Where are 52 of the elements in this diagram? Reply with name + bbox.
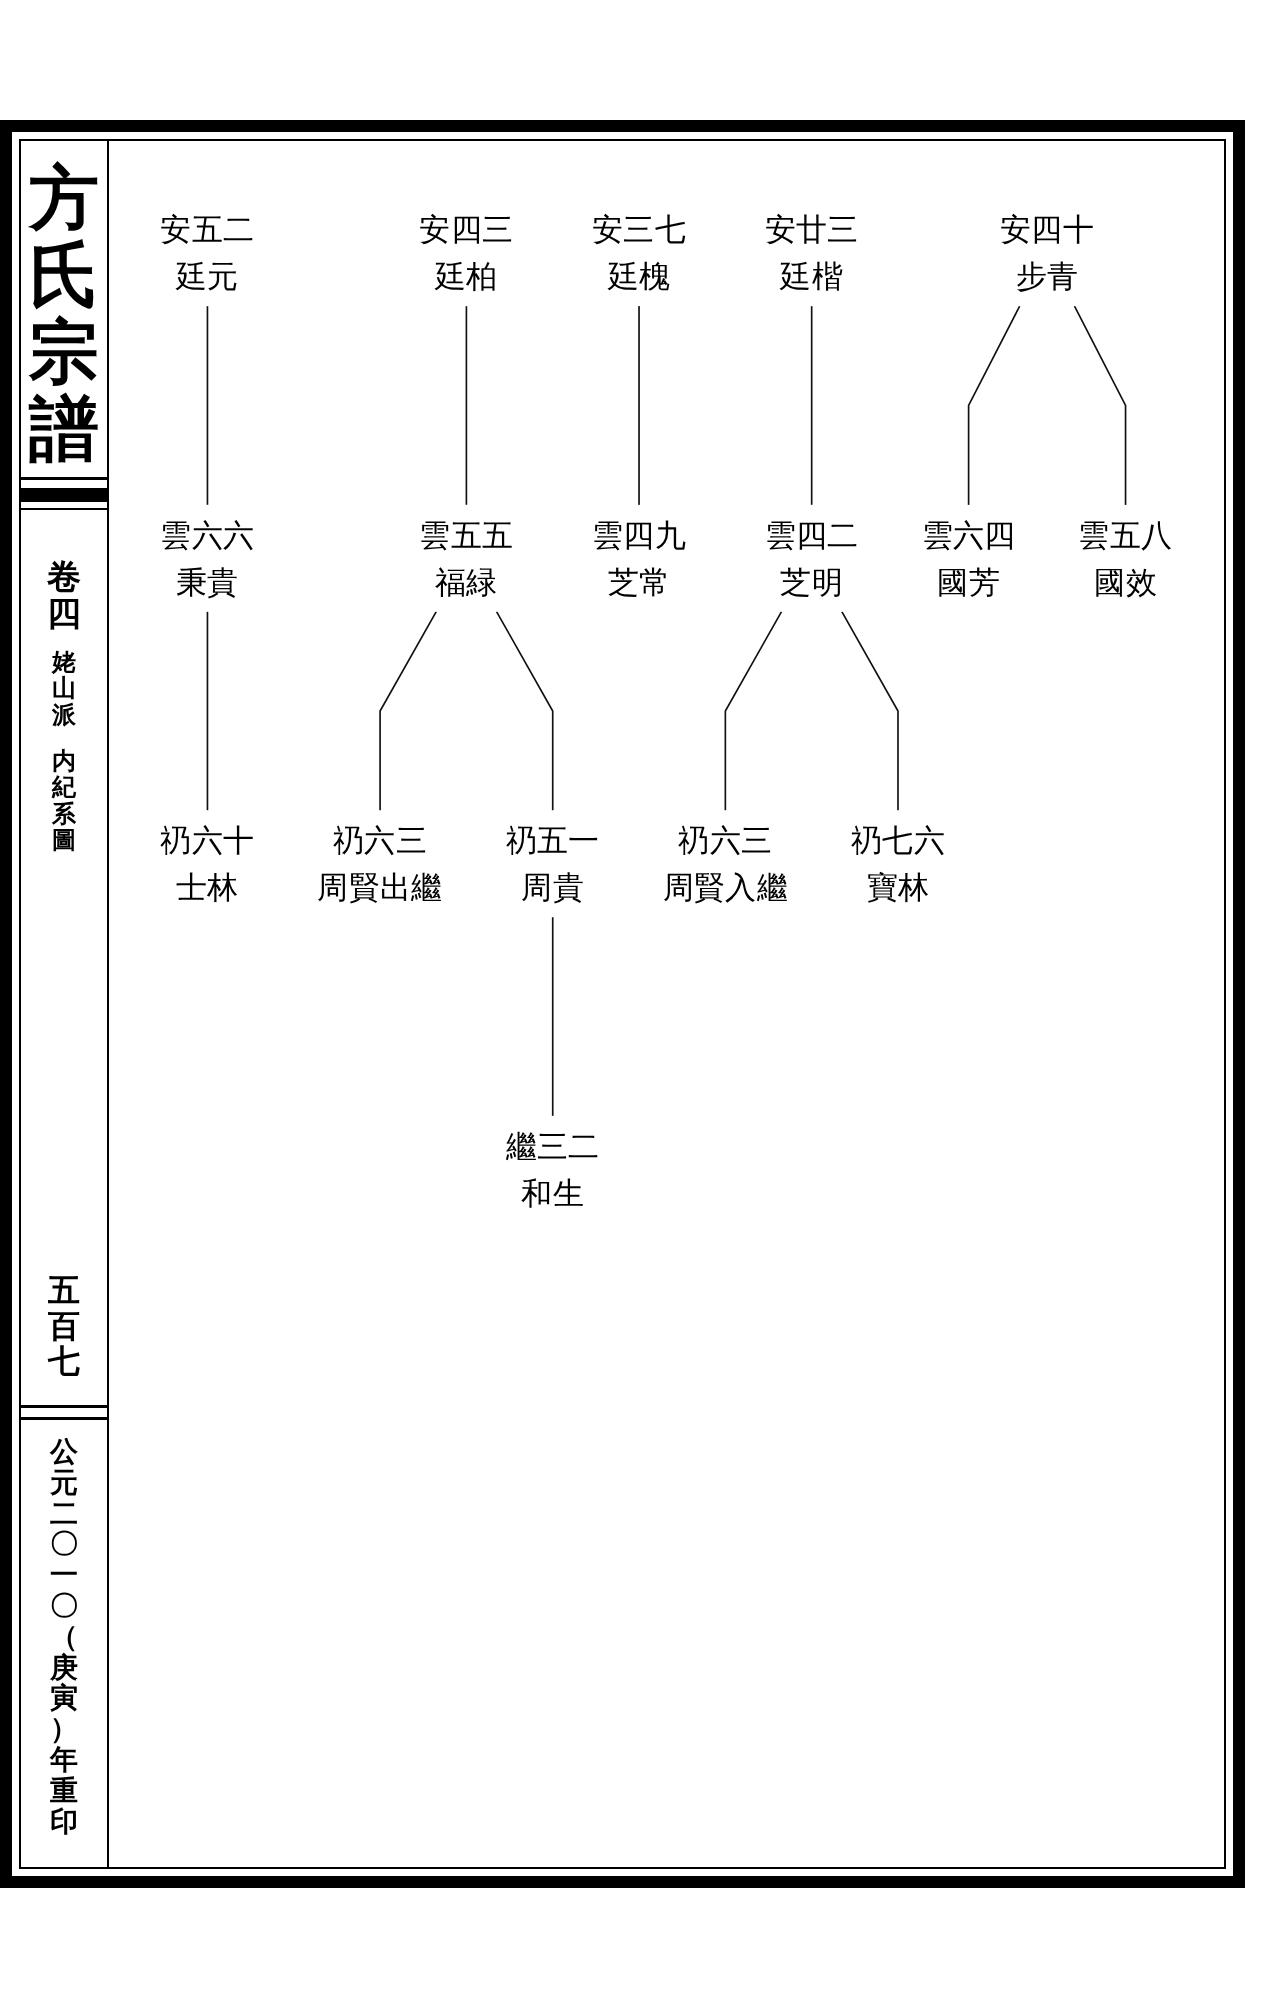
node-label: 芝常 xyxy=(607,563,671,601)
node-label: 繼三二 xyxy=(505,1127,600,1165)
lineage-line xyxy=(638,305,640,506)
node-label: 周賢出繼 xyxy=(317,868,443,906)
node-label: 安四三 xyxy=(419,210,514,248)
book-title: 方氏宗譜 xyxy=(29,159,99,467)
node-label: 礽七六 xyxy=(850,821,946,859)
node-label: 寶林 xyxy=(866,868,930,906)
node-label: 廷柏 xyxy=(435,257,498,295)
reprint-note: 公元二〇一〇（庚寅）年重印 xyxy=(50,1437,78,1838)
node-label: 安廿三 xyxy=(764,210,859,248)
node-label: 礽五一 xyxy=(505,821,600,859)
lineage-line xyxy=(841,610,899,812)
node-label: 國效 xyxy=(1094,563,1157,601)
node-label: 雲六四 xyxy=(921,516,1016,554)
node-label: 礽六十 xyxy=(160,821,255,859)
node-label: 雲四二 xyxy=(764,516,859,554)
node-label: 雲五五 xyxy=(419,516,514,554)
node-label: 福緑 xyxy=(435,563,498,601)
lineage-line xyxy=(551,916,554,1117)
node-label: 秉貴 xyxy=(176,563,239,601)
node-label: 士林 xyxy=(176,868,239,906)
lineage-line xyxy=(206,305,209,506)
lineage-line xyxy=(379,610,438,812)
node-label: 礽六三 xyxy=(678,821,773,859)
lineage-line xyxy=(495,610,554,812)
lineage-line xyxy=(967,305,1021,506)
volume-number: 卷四 xyxy=(47,558,81,633)
node-label: 廷槐 xyxy=(607,257,671,295)
node-label: 安五二 xyxy=(160,210,255,248)
page-number: 五百七 xyxy=(48,1273,80,1379)
node-label: 和生 xyxy=(521,1174,585,1212)
chart-name: 内紀系圖 xyxy=(52,747,76,854)
node-label: 廷元 xyxy=(176,257,239,295)
node-label: 安四十 xyxy=(1000,210,1095,248)
lineage-line xyxy=(810,305,813,506)
lineage-line xyxy=(206,610,209,812)
lineage-line xyxy=(465,305,468,506)
node-label: 雲四九 xyxy=(591,516,687,554)
node-label: 安三七 xyxy=(591,210,687,248)
lineage-line xyxy=(724,610,783,812)
node-label: 步青 xyxy=(1015,257,1079,295)
node-label: 國芳 xyxy=(937,563,1000,601)
node-label: 周貴 xyxy=(521,868,585,906)
node-label: 芝明 xyxy=(780,563,844,601)
node-label: 廷楷 xyxy=(780,257,844,295)
node-label: 雲六六 xyxy=(160,516,255,554)
node-label: 周賢入繼 xyxy=(662,868,789,906)
lineage-line xyxy=(1073,305,1127,506)
branch-name: 姥山派 xyxy=(52,648,76,728)
node-label: 礽六三 xyxy=(333,821,428,859)
node-label: 雲五八 xyxy=(1078,516,1173,554)
